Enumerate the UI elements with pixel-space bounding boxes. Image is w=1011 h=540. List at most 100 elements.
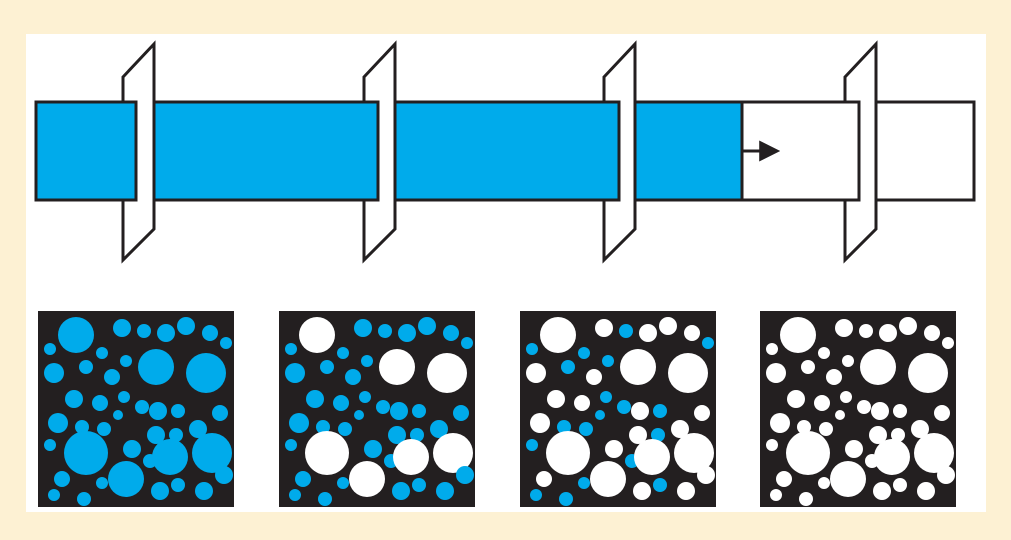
empty-pore bbox=[891, 428, 905, 442]
filled-pore bbox=[169, 428, 183, 442]
filled-pore bbox=[77, 492, 91, 506]
filled-pore bbox=[48, 489, 60, 501]
filled-pore bbox=[410, 428, 424, 442]
filled-pore bbox=[285, 439, 297, 451]
empty-pore bbox=[427, 353, 467, 393]
filled-pore bbox=[171, 404, 185, 418]
figure-panel bbox=[26, 34, 986, 512]
empty-pore bbox=[766, 439, 778, 451]
filled-pore bbox=[177, 317, 195, 335]
filled-pore bbox=[152, 439, 188, 475]
filled-pore bbox=[557, 420, 571, 434]
filled-pore bbox=[171, 478, 185, 492]
filled-pore bbox=[44, 439, 56, 451]
filled-pore bbox=[285, 363, 305, 383]
filled-pore bbox=[58, 317, 94, 353]
empty-pore bbox=[590, 461, 626, 497]
filled-pore bbox=[526, 343, 538, 355]
empty-pore bbox=[859, 324, 873, 338]
filled-pore bbox=[430, 420, 448, 438]
empty-pore bbox=[835, 410, 845, 420]
filled-pore bbox=[151, 482, 169, 500]
cross-section-square bbox=[279, 311, 475, 507]
filled-pore bbox=[44, 363, 64, 383]
filled-pore bbox=[186, 353, 226, 393]
filled-pore bbox=[97, 422, 111, 436]
filled-pore bbox=[48, 413, 68, 433]
empty-pore bbox=[605, 440, 623, 458]
empty-pore bbox=[874, 439, 910, 475]
filled-pore bbox=[602, 355, 614, 367]
filled-pore bbox=[137, 324, 151, 338]
filled-pore bbox=[123, 440, 141, 458]
empty-pore bbox=[530, 413, 550, 433]
filled-pore bbox=[113, 410, 123, 420]
filled-pore bbox=[653, 478, 667, 492]
empty-pore bbox=[899, 317, 917, 335]
empty-pore bbox=[934, 405, 950, 421]
empty-pore bbox=[631, 402, 649, 420]
filled-pore bbox=[192, 433, 232, 473]
filled-pore bbox=[92, 395, 108, 411]
empty-pore bbox=[893, 404, 907, 418]
filled-pore bbox=[461, 337, 473, 349]
empty-pore bbox=[787, 390, 805, 408]
empty-pore bbox=[697, 466, 715, 484]
filled-pore bbox=[443, 325, 459, 341]
empty-pore bbox=[776, 471, 792, 487]
filled-pore bbox=[561, 360, 575, 374]
empty-pore bbox=[830, 461, 866, 497]
empty-pore bbox=[633, 482, 651, 500]
empty-pore bbox=[835, 319, 853, 337]
cross-section-square bbox=[520, 311, 716, 507]
filled-pore bbox=[456, 466, 474, 484]
empty-pore bbox=[684, 325, 700, 341]
empty-pore bbox=[393, 439, 429, 475]
cross-section-square bbox=[38, 311, 234, 507]
filled-pore bbox=[65, 390, 83, 408]
filled-pore bbox=[345, 369, 361, 385]
empty-pore bbox=[349, 461, 385, 497]
filled-pore bbox=[412, 404, 426, 418]
cross-section-square bbox=[760, 311, 956, 507]
empty-pore bbox=[871, 402, 889, 420]
empty-pore bbox=[674, 433, 714, 473]
filled-pore bbox=[318, 492, 332, 506]
empty-pore bbox=[826, 369, 842, 385]
empty-pore bbox=[536, 471, 552, 487]
filled-pore bbox=[418, 317, 436, 335]
filled-pore bbox=[189, 420, 207, 438]
filled-pore bbox=[579, 422, 593, 436]
empty-pore bbox=[818, 347, 830, 359]
empty-pore bbox=[942, 337, 954, 349]
filled-pore bbox=[359, 391, 371, 403]
empty-pore bbox=[814, 395, 830, 411]
filled-pore bbox=[104, 369, 120, 385]
filled-pore bbox=[118, 391, 130, 403]
filled-pore bbox=[149, 402, 167, 420]
filled-pore bbox=[354, 410, 364, 420]
filled-pore bbox=[702, 337, 714, 349]
filled-pore bbox=[337, 477, 349, 489]
filled-pore bbox=[595, 410, 605, 420]
empty-pore bbox=[629, 426, 647, 444]
empty-pore bbox=[770, 489, 782, 501]
filled-pore bbox=[578, 477, 590, 489]
empty-pore bbox=[433, 433, 473, 473]
empty-pore bbox=[766, 343, 778, 355]
filled-pore bbox=[333, 395, 349, 411]
filled-pore bbox=[651, 428, 665, 442]
filled-pore bbox=[388, 426, 406, 444]
empty-pore bbox=[917, 482, 935, 500]
filled-pore bbox=[215, 466, 233, 484]
filled-pore bbox=[390, 402, 408, 420]
empty-pore bbox=[937, 466, 955, 484]
filled-pore bbox=[376, 400, 390, 414]
empty-pore bbox=[818, 477, 830, 489]
filled-pore bbox=[108, 461, 144, 497]
empty-pore bbox=[526, 363, 546, 383]
filled-pore bbox=[289, 489, 301, 501]
filled-pore bbox=[526, 439, 538, 451]
filled-pore bbox=[79, 360, 93, 374]
empty-pore bbox=[911, 420, 929, 438]
